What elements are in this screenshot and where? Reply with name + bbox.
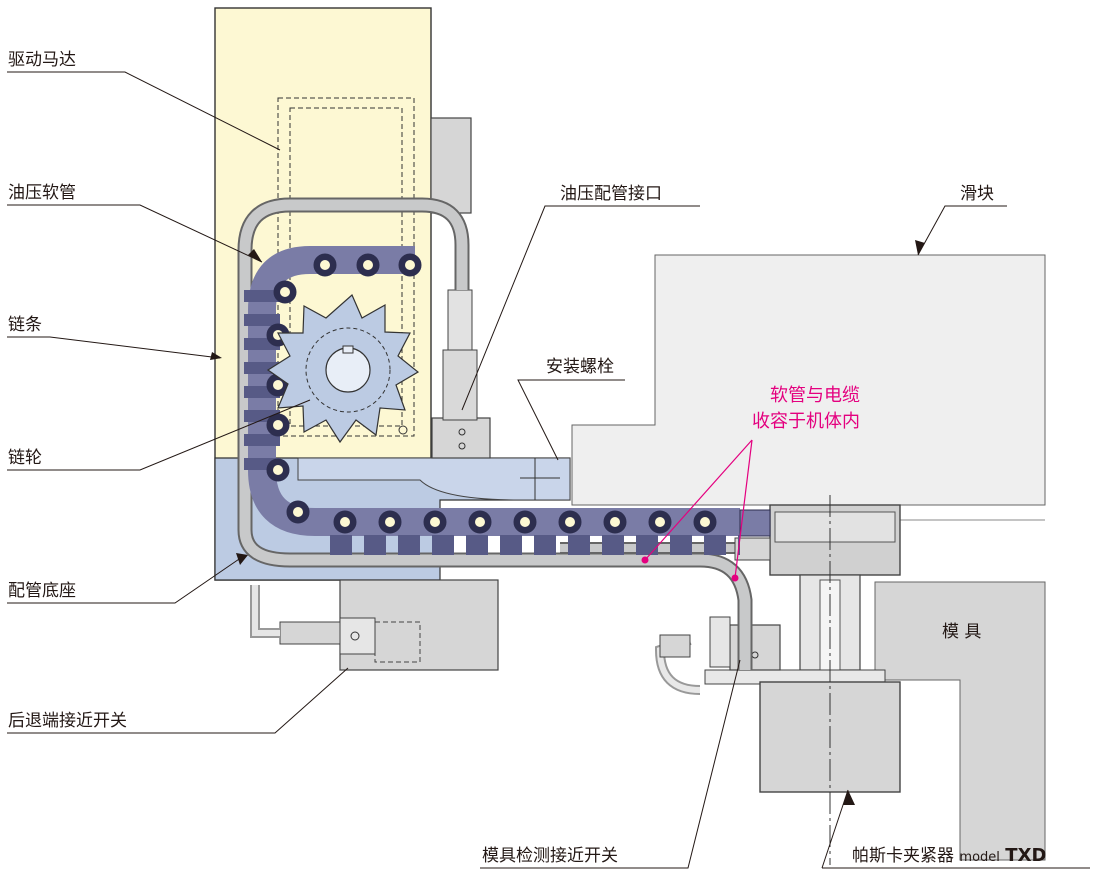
label-clamp-model-prefix: model xyxy=(959,850,1000,865)
pink-leader-lines xyxy=(644,439,753,579)
label-die-detect-sensor: 模具检测接近开关 xyxy=(482,846,618,866)
label-sprocket: 链轮 xyxy=(8,448,42,468)
label-hydraulic-port: 油压配管接口 xyxy=(560,184,662,204)
label-clamp: 帕斯卡夹紧器 model TXD xyxy=(852,846,1046,868)
label-die: 模 具 xyxy=(942,622,982,642)
slide-block xyxy=(571,254,1046,506)
label-mounting-bolt: 安装螺栓 xyxy=(546,357,614,377)
label-slide: 滑块 xyxy=(960,184,994,204)
label-piping-base: 配管底座 xyxy=(8,581,76,601)
label-drive-motor: 驱动马达 xyxy=(8,50,76,70)
label-hydraulic-hose: 油压软管 xyxy=(8,183,76,203)
label-hose-cable-line1: 软管与电缆 xyxy=(770,385,860,406)
rear-end-sensor-body xyxy=(250,579,499,671)
label-hose-cable-line2: 收容于机体内 xyxy=(752,411,860,432)
label-clamp-model: TXD xyxy=(1005,845,1047,866)
die-detect-sensor-body xyxy=(654,616,781,695)
sprocket xyxy=(266,294,420,444)
leader-lines xyxy=(7,71,1090,869)
label-clamp-name: 帕斯卡夹紧器 xyxy=(852,846,954,866)
label-chain: 链条 xyxy=(8,315,42,335)
clamp-assembly xyxy=(704,495,901,865)
hydraulic-port-block xyxy=(431,417,491,459)
label-rear-end-sensor: 后退端接近开关 xyxy=(8,711,127,731)
